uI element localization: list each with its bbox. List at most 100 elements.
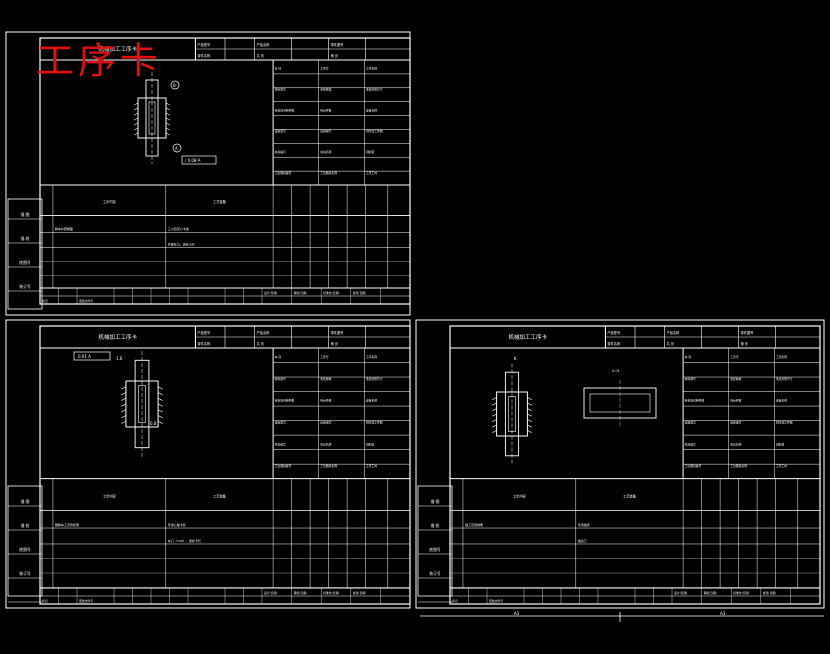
process-card-1: 机械加工工序卡产品型号产品名称零件图号零件名称共 页第 页车 间工序号工序名称材… <box>39 37 411 305</box>
header-cell-label: 共 页 <box>257 53 264 58</box>
card-frame <box>39 325 411 605</box>
bottom-label: 标记 <box>42 299 48 303</box>
table-header-tooling: 工艺装备 <box>623 494 637 499</box>
header-cell-label: 零件名称 <box>197 53 211 58</box>
info-label: 毛坯种类 <box>320 88 331 92</box>
info-label: 设备编号 <box>730 420 741 424</box>
info-label: 工序号 <box>730 355 739 359</box>
header-cell-label: 共 页 <box>257 341 264 346</box>
header-cell-label: 共 页 <box>667 341 674 346</box>
info-label: 夹具名称 <box>730 442 741 446</box>
spline-tolerance-label: 0.01 <box>612 369 620 373</box>
info-label: 设备名称 <box>776 399 787 403</box>
header-cell-label: 第 页 <box>331 53 338 58</box>
info-label: 同时加工件数 <box>366 420 383 424</box>
info-label: 工序名称 <box>366 355 377 359</box>
info-label: 工位器具名称 <box>730 464 747 468</box>
info-label: 工位器具名称 <box>320 171 337 175</box>
info-label: 每毛坯可制件数 <box>275 399 295 403</box>
info-label: 设备型号 <box>685 420 696 424</box>
sheet-size-label: A3 <box>514 611 520 616</box>
info-label: 切削液 <box>776 442 785 446</box>
card-title: 机械加工工序卡 <box>98 333 137 341</box>
tooling-2: 外圆车刀、游标卡尺 <box>168 242 195 247</box>
sheet-frame-3 <box>415 319 825 609</box>
header-cell-label: 零件图号 <box>741 330 754 335</box>
bottom-label: 会签(日期) <box>763 591 776 595</box>
info-label: 材料牌号 <box>275 377 286 381</box>
header-cell-label: 产品名称 <box>257 42 271 47</box>
process-card-stamp: 工序卡 <box>36 39 163 82</box>
info-label: 工序工时 <box>366 171 377 175</box>
sheet-size-label: A3 <box>720 611 726 616</box>
info-label: 毛坯种类 <box>320 377 331 381</box>
part-sketch <box>133 72 171 164</box>
side-label: 描 校 <box>21 236 30 241</box>
bottom-label: 设计(日期) <box>264 291 277 295</box>
info-label: 每台件数 <box>320 108 331 112</box>
bottom-label: 会签(日期) <box>353 591 366 595</box>
info-label: 工位器具编号 <box>685 464 702 468</box>
tooling-2: 车刀（YG8）、游标卡尺 <box>168 538 201 543</box>
info-label: 夹具编号 <box>275 150 286 154</box>
datum-a-marker <box>172 143 182 153</box>
info-label: 夹具名称 <box>320 442 331 446</box>
table-header-tooling: 工艺装备 <box>213 494 227 499</box>
tooling-2: 插齿刀 <box>578 538 587 543</box>
bottom-label: 审核(日期) <box>704 591 717 595</box>
info-label: 夹具编号 <box>275 442 286 446</box>
step-content: 插工花键倒角 <box>465 522 483 527</box>
header-cell-label: 产品型号 <box>607 330 620 335</box>
info-label: 工位器具名称 <box>320 464 337 468</box>
info-label: 车 间 <box>275 67 282 71</box>
info-label: 车 间 <box>275 355 282 359</box>
info-label: 工序号 <box>320 67 329 71</box>
info-label: 每毛坯可制件数 <box>275 108 295 112</box>
card-title: 机械加工工序卡 <box>98 45 137 53</box>
info-label: 夹具编号 <box>685 442 696 446</box>
header-cell-label: 零件名称 <box>197 341 211 346</box>
bottom-label: 会签(日期) <box>353 291 366 295</box>
bottom-label: 标准化(日期) <box>733 591 749 595</box>
info-label: 工序工时 <box>366 464 377 468</box>
info-label: 毛坯种类 <box>730 377 741 381</box>
info-label: 切削液 <box>366 150 375 154</box>
side-label: 描 图 <box>21 212 30 217</box>
tooling-1: 专用插床 <box>578 522 590 527</box>
step-content: 精车外圆端面 <box>55 226 73 231</box>
info-label: 工位器具编号 <box>275 171 292 175</box>
roughness-label: 1.6 <box>116 356 123 361</box>
side-label: 装订号 <box>19 571 31 576</box>
part-sketch <box>492 363 532 465</box>
card-frame <box>449 325 821 605</box>
bottom-label: 设计(日期) <box>264 591 277 595</box>
info-label: 设备编号 <box>320 420 331 424</box>
datum-b-label: B <box>173 83 176 88</box>
header-cell-label: 第 页 <box>741 341 748 346</box>
info-label: 设备型号 <box>275 129 286 133</box>
side-label: 底图号 <box>19 547 31 552</box>
datum-a-label: A <box>175 146 178 151</box>
info-label: 毛坯外形尺寸 <box>776 377 793 381</box>
info-label: 同时加工件数 <box>366 129 383 133</box>
side-label: 底图号 <box>19 260 31 265</box>
info-label: 每毛坯可制件数 <box>685 399 705 403</box>
bottom-label: 标记 <box>452 599 458 603</box>
header-cell-label: 零件名称 <box>607 341 621 346</box>
info-label: 车 间 <box>685 355 692 359</box>
datum-b-marker <box>170 80 180 90</box>
header-cell-label: 零件图号 <box>331 42 344 47</box>
flatness-tolerance-label: 0.01 A <box>78 354 91 359</box>
tooling-1: 专用心轴卡具 <box>168 522 186 527</box>
bottom-label: 设计(日期) <box>674 591 687 595</box>
table-header-step: 工步内容 <box>513 494 527 499</box>
step-content: 粗精车工序的轮廓 <box>55 522 79 527</box>
bottom-label: 审核(日期) <box>294 291 307 295</box>
part-sketch <box>121 351 163 457</box>
bottom-label: 审核(日期) <box>294 591 307 595</box>
side-label: 描 图 <box>431 499 440 504</box>
runout-tolerance-frame <box>181 155 217 165</box>
side-label: 装订号 <box>19 284 31 289</box>
